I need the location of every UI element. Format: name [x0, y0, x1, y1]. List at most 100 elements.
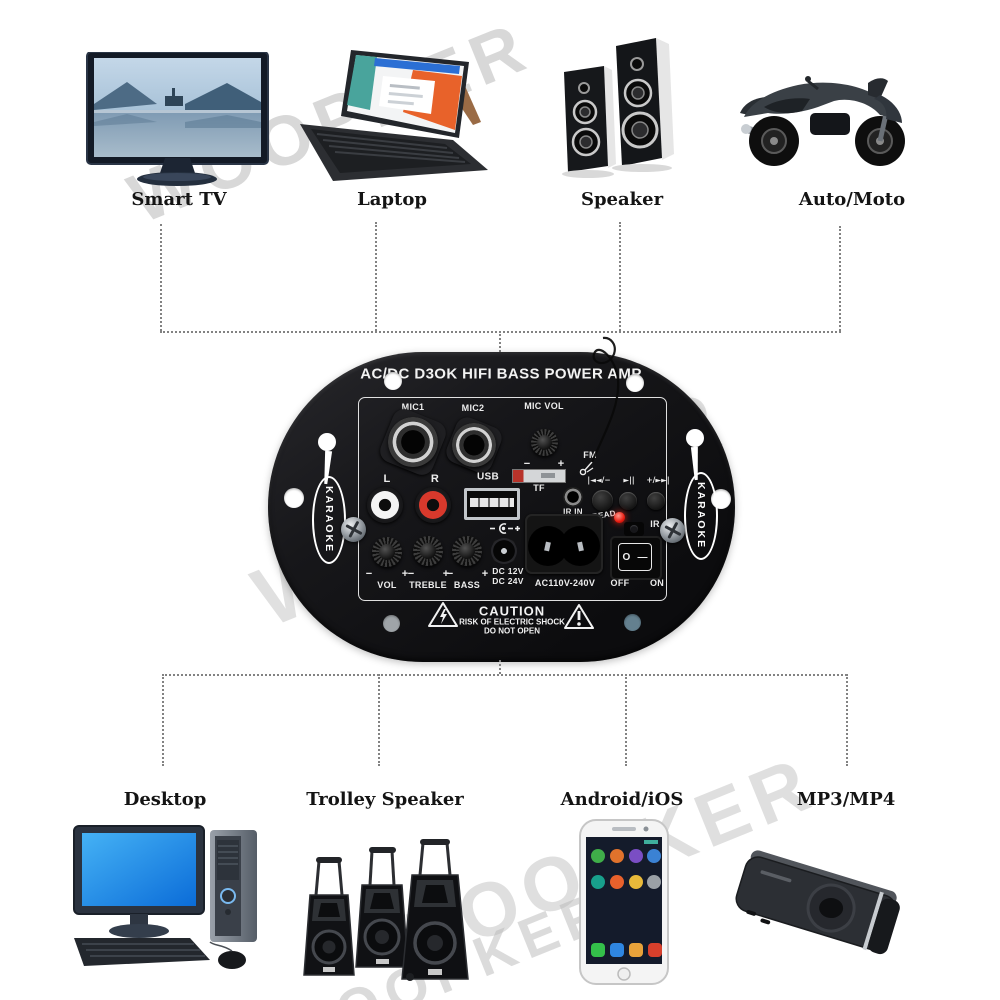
mounting-hole	[284, 488, 304, 508]
smartphone-illustration	[579, 819, 669, 985]
treble-knob	[413, 536, 443, 566]
ac-inlet	[525, 514, 603, 574]
smart-tv-image	[85, 51, 270, 195]
mic2-label: MIC2	[461, 403, 485, 413]
play-pause-button	[619, 492, 637, 510]
tf-card-slot	[512, 469, 566, 483]
connector-top-auto-moto	[839, 226, 841, 331]
mounting-hole	[384, 372, 402, 390]
mic2-jack	[452, 423, 496, 467]
smart-tv-label: Smart TV	[131, 189, 227, 210]
laptop-illustration	[300, 50, 488, 181]
power-led	[614, 512, 625, 523]
dc-jack	[491, 538, 517, 564]
next-button-label: +/►►|	[646, 475, 670, 485]
treble-label: TREBLE	[409, 580, 447, 590]
desktop-image	[72, 818, 267, 981]
karaoke-badge-text: KARAOKE	[695, 482, 707, 550]
dc-12v-label: DC 12V	[492, 566, 524, 576]
minus-mark: −	[446, 568, 454, 580]
bass-label: BASS	[453, 580, 481, 590]
mounting-hole	[626, 374, 644, 392]
usb-port	[464, 488, 520, 520]
switch-on-label: ON	[649, 578, 665, 588]
connector-bottom-trolley	[378, 674, 380, 766]
minus-mark: −	[407, 568, 415, 580]
ir-label: IR	[650, 519, 660, 529]
mic1-jack	[388, 417, 438, 467]
tf-slot-detail	[541, 473, 555, 478]
desktop-label: Desktop	[123, 789, 207, 810]
rca-left-jack	[371, 491, 399, 519]
switch-off-label: OFF	[610, 578, 630, 588]
karaoke-badge-text: KARAOKE	[323, 486, 335, 554]
electric-shock-warning-icon	[428, 602, 458, 627]
usb-label: USB	[476, 471, 500, 483]
microphone-icon	[686, 429, 704, 481]
microphone-icon	[318, 433, 336, 485]
plus-mark: +	[557, 458, 565, 470]
fm-label: FM	[583, 450, 597, 460]
speaker-image	[552, 26, 677, 191]
board-title: AC/DC D3OK HIFI BASS POWER AMP	[360, 365, 642, 383]
karaoke-badge: KARAOKE	[684, 472, 718, 560]
connector-bottom-stub	[499, 660, 501, 674]
trolley-speaker-illustration	[303, 839, 469, 981]
plus-mark: +	[481, 568, 489, 580]
trolley-speaker-image	[298, 833, 478, 988]
connector-top-speaker	[619, 222, 621, 331]
auto-moto-image	[730, 55, 920, 175]
caution-line1: RISK OF ELECTRIC SHOCK	[459, 617, 565, 627]
fm-antenna-icon	[579, 461, 594, 476]
switch-off-symbol: O	[622, 551, 631, 563]
minus-mark: −	[365, 568, 373, 580]
speaker-label: Speaker	[580, 189, 664, 210]
next-button	[647, 492, 665, 510]
ir-in-label: IR IN	[563, 507, 583, 517]
connector-bottom-desktop	[162, 674, 164, 766]
screw	[660, 518, 685, 543]
laptop-label: Laptop	[357, 189, 427, 210]
smart-tv-illustration	[86, 51, 269, 186]
control-panel-outline	[358, 397, 667, 601]
ir-in-jack	[563, 487, 583, 507]
exclamation-warning-icon	[564, 604, 594, 629]
read-button	[592, 490, 613, 511]
mp3-player-illustration	[735, 850, 900, 955]
ir-receiver-dome	[630, 525, 638, 533]
mp3-mp4-image	[728, 838, 908, 973]
laptop-image	[295, 48, 490, 190]
minus-mark: −	[523, 458, 531, 470]
volume-label: VOL	[377, 580, 397, 590]
karaoke-badge: KARAOKE	[312, 476, 346, 564]
amplifier-board: AC/DC D3OK HIFI BASS POWER AMP KARAOKE K…	[268, 352, 735, 662]
play-button-label: ►||	[623, 475, 635, 485]
rca-right-jack	[419, 491, 447, 519]
mounting-hole	[383, 615, 400, 632]
switch-on-symbol: —	[637, 551, 648, 563]
android-ios-image	[574, 818, 674, 993]
connector-bottom-bus	[162, 674, 847, 676]
left-channel-label: L	[383, 473, 391, 485]
auto-moto-label: Auto/Moto	[798, 189, 906, 210]
prev-button-label: |◄◄/−	[587, 475, 611, 485]
connector-bottom-android	[625, 674, 627, 766]
right-channel-label: R	[430, 473, 440, 485]
motorcycle-illustration	[740, 76, 905, 166]
connector-top-laptop	[375, 222, 377, 331]
trolley-speaker-label: Trolley Speaker	[306, 789, 464, 810]
connector-top-stub	[499, 331, 501, 352]
caution-line2: DO NOT OPEN	[483, 626, 541, 636]
connector-bottom-mp3	[846, 674, 848, 766]
plus-mark: +	[401, 568, 409, 580]
screw	[341, 517, 366, 542]
dc-polarity-icon	[490, 523, 520, 534]
mic1-label: MIC1	[401, 402, 425, 412]
power-switch-rocker: O —	[618, 543, 652, 571]
mp3-mp4-label: MP3/MP4	[796, 789, 896, 810]
desktop-illustration	[73, 825, 257, 969]
mic-vol-knob	[531, 429, 558, 456]
usb-port-tongue	[470, 498, 514, 507]
bass-knob	[452, 536, 482, 566]
